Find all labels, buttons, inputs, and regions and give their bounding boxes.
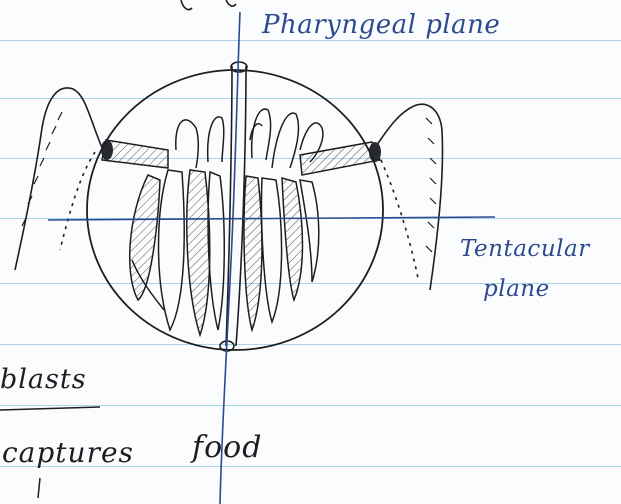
side-text-captures: captures (2, 436, 134, 469)
right-tentacle (375, 104, 443, 290)
body-outline (87, 70, 383, 350)
pharyngeal-plane-label: Pharyngeal plane (262, 10, 500, 40)
right-tentacle-bulb (369, 142, 381, 162)
edge-stroke (38, 478, 40, 498)
top-cutoff-strokes (181, 0, 236, 10)
side-text-food: food (192, 430, 262, 465)
left-tentacle-bulb (101, 140, 113, 160)
tentacular-plane-label-line1: Tentacular (460, 236, 590, 262)
underline (0, 407, 100, 410)
side-text-blasts: blasts (0, 364, 87, 395)
tentacular-plane-line (48, 217, 495, 220)
lower-canals (130, 170, 319, 335)
tentacular-plane-label-line2: plane (483, 276, 550, 302)
